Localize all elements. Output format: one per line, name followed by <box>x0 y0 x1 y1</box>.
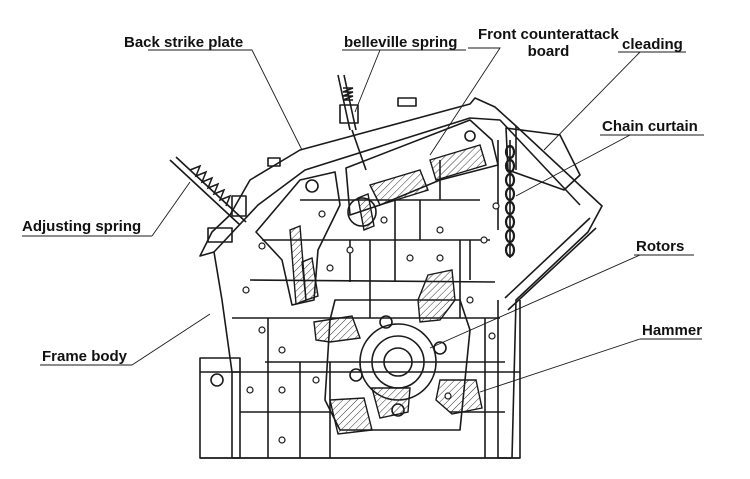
label-chain-curtain: Chain curtain <box>602 118 698 135</box>
label-belleville-spring: belleville spring <box>344 34 458 51</box>
label-front-counterattack-board: Front counterattack board <box>478 26 619 60</box>
label-frame-body: Frame body <box>42 348 128 365</box>
label-hammer: Hammer <box>642 322 703 339</box>
left-side-box <box>199 357 241 459</box>
label-back-strike-plate: Back strike plate <box>124 34 244 51</box>
front-counterattack-board <box>345 119 499 216</box>
label-rotors: Rotors <box>636 238 685 255</box>
leader-back-strike-plate <box>148 49 303 151</box>
back-strike-plate <box>255 171 341 306</box>
leader-front-counterattack <box>429 47 501 156</box>
frame-body-outline <box>199 97 603 459</box>
label-cleading: cleading <box>622 36 683 53</box>
label-adjusting-spring: Adjusting spring <box>22 218 142 235</box>
